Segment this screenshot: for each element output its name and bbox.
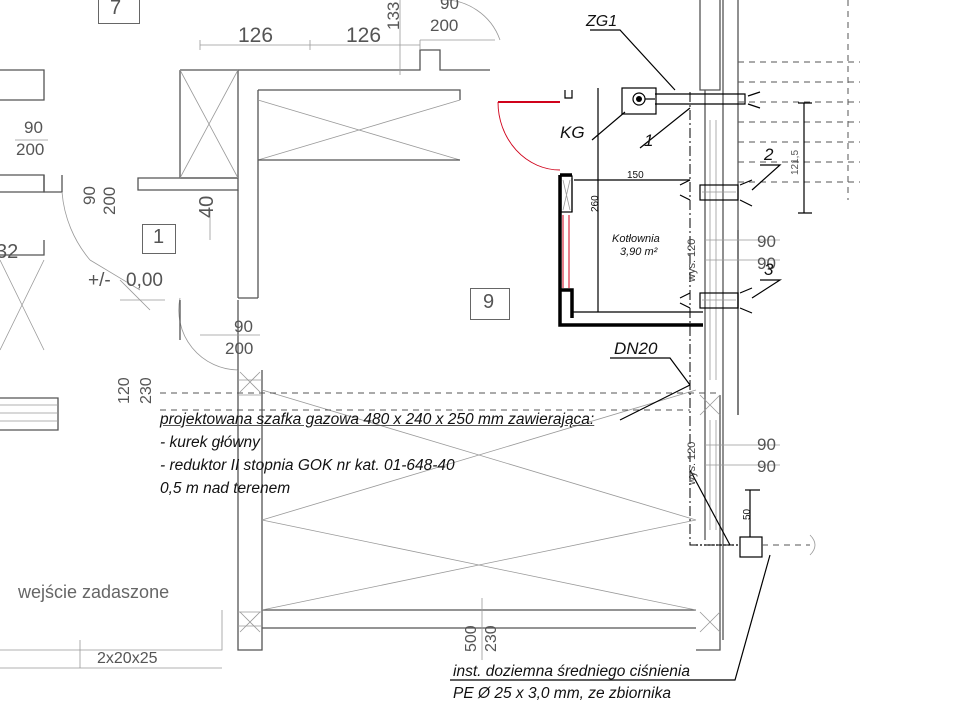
- dim-200-top: 200: [430, 16, 459, 35]
- dim-120: 120: [116, 377, 133, 404]
- dim-121-5: 121,5: [790, 149, 801, 175]
- dim-50: 50: [742, 508, 753, 520]
- marker-2: 2: [764, 145, 774, 164]
- wys-120-b: wys. 120: [686, 441, 698, 485]
- dim-200-left: 200: [16, 140, 45, 159]
- marker-zg1: ZG1: [586, 13, 618, 30]
- walls: [0, 0, 860, 669]
- dim-200-v: 200: [100, 186, 119, 215]
- dim-150: 150: [627, 170, 644, 181]
- room-1-label: 1: [153, 226, 165, 248]
- note-line: 0,5 m nad terenem: [160, 480, 291, 497]
- wys-120-a: wys. 120: [686, 238, 698, 282]
- marker-kg: KG: [560, 123, 585, 142]
- gas-cabinet-note: projektowana szafka gazowa 480 x 240 x 2…: [160, 408, 594, 500]
- dim-500: 500: [463, 625, 480, 652]
- dim-230: 230: [138, 377, 155, 404]
- dim-230-b: 230: [483, 625, 500, 652]
- install-line: inst. doziemna średniego ciśnienia: [453, 663, 690, 680]
- door-arcs: [61, 0, 501, 371]
- gas-pipe: [574, 87, 816, 558]
- room-9-box: [470, 288, 510, 320]
- boiler-room-walls: [558, 90, 703, 327]
- install-note: inst. doziemna średniego ciśnienia PE Ø …: [453, 661, 690, 705]
- dim-90-r3: 90: [757, 435, 776, 454]
- dim-90-r1: 90: [757, 232, 776, 251]
- marker-dn20: DN20: [614, 339, 658, 358]
- room-7-label: 7: [110, 0, 122, 19]
- note-line: - reduktor II stopnia GOK nr kat. 01-648…: [160, 457, 455, 474]
- dim-90-r2: 90: [757, 254, 776, 273]
- entrance-label: wejście zadaszone: [18, 582, 170, 602]
- marker-3: 3: [764, 260, 774, 279]
- dim-90-top: 90: [440, 0, 459, 13]
- dim-90-r4: 90: [757, 457, 776, 476]
- room-9-label: 9: [483, 291, 495, 313]
- dimension-lines: [15, 0, 495, 336]
- level-sign: +/-: [88, 270, 111, 291]
- note-line: projektowana szafka gazowa 480 x 240 x 2…: [160, 411, 595, 428]
- dim-126-a: 126: [238, 24, 274, 47]
- dim-90-left: 90: [24, 118, 43, 137]
- dim-133: 133: [384, 1, 403, 30]
- dim-90-mid: 90: [234, 317, 253, 336]
- stairs-dim: 2x20x25: [97, 650, 158, 667]
- boiler-room-area: 3,90 m²: [620, 246, 658, 258]
- dim-90-v: 90: [80, 186, 99, 205]
- window-red: [562, 215, 570, 288]
- room-1-box: [142, 224, 176, 254]
- note-line: - kurek główny: [160, 434, 260, 451]
- boiler-room-name: Kotłownia: [612, 233, 660, 245]
- leaders: [450, 29, 783, 681]
- dim-260: 260: [590, 195, 601, 212]
- room-7-box: [98, 0, 140, 24]
- door-red-arc: [497, 101, 561, 171]
- marker-1: 1: [644, 131, 654, 150]
- dim-126-b: 126: [346, 24, 382, 47]
- install-line: PE Ø 25 x 3,0 mm, ze zbiornika: [453, 685, 671, 702]
- level-value: 0,00: [126, 270, 163, 291]
- dim-40: 40: [196, 195, 218, 218]
- dim-200-mid: 200: [225, 339, 254, 358]
- room-32-label: 32: [0, 241, 19, 263]
